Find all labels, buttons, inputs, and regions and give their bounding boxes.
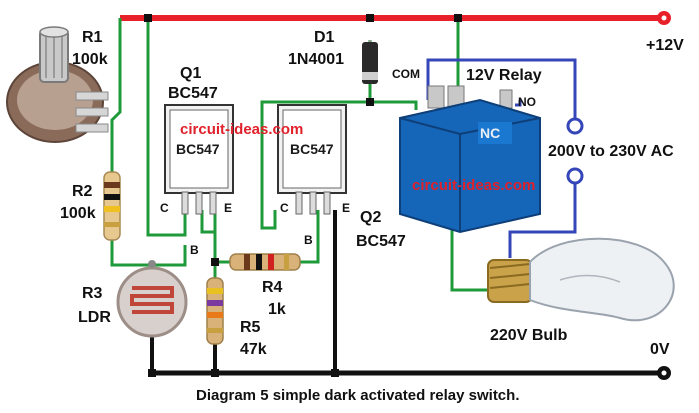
r3-value: LDR [78, 309, 111, 326]
q1-pin-b: B [190, 243, 199, 257]
q1-chip-marking: BC547 [176, 141, 220, 157]
relay-nc-label: NC [480, 125, 500, 141]
r3-name: R3 [82, 285, 103, 302]
r4-value: 1k [268, 301, 286, 318]
q1-name: Q1 [180, 65, 201, 82]
positive-rail-label: +12V [646, 37, 684, 54]
d1-value: 1N4001 [288, 51, 344, 68]
r4-name: R4 [262, 279, 283, 296]
ac-wires [426, 58, 577, 258]
r5-name: R5 [240, 319, 261, 336]
q1-pin-e: E [224, 201, 232, 215]
relay-com-label: COM [392, 67, 420, 81]
watermark-1: circuit-ideas.com [180, 121, 303, 138]
ac-terminal-top [566, 117, 584, 135]
q1-value: BC547 [168, 85, 218, 102]
q2-value: BC547 [356, 233, 406, 250]
ac-terminal-bottom [566, 167, 584, 185]
r5-resistor [206, 277, 224, 345]
relay-no-label: NO [518, 95, 536, 109]
q2-pin-e: E [342, 201, 350, 215]
q2-name: Q2 [360, 209, 381, 226]
r1-name: R1 [82, 29, 103, 46]
relay-label: 12V Relay [466, 67, 542, 84]
r5-value: 47k [240, 341, 267, 358]
q1-transistor [164, 104, 234, 215]
ground-rail-label: 0V [650, 341, 670, 358]
relay-12v [399, 85, 541, 234]
q2-chip-marking: BC547 [290, 141, 334, 157]
bulb-label: 220V Bulb [490, 327, 568, 344]
r1-value: 100k [72, 51, 108, 68]
q1-pin-c: C [160, 201, 169, 215]
r3-ldr [116, 260, 188, 338]
bulb-220v [487, 237, 675, 322]
ac-source-label: 200V to 230V AC [548, 143, 674, 160]
junction-dots [144, 14, 462, 377]
q2-pin-b: B [304, 233, 313, 247]
d1-diode [362, 40, 378, 84]
r2-value: 100k [60, 205, 96, 222]
d1-name: D1 [314, 29, 335, 46]
q2-pin-c: C [280, 201, 289, 215]
r2-resistor [103, 171, 121, 241]
watermark-2: circuit-ideas.com [412, 177, 535, 194]
r2-name: R2 [72, 183, 93, 200]
diagram-caption: Diagram 5 simple dark activated relay sw… [196, 387, 519, 404]
r4-resistor [229, 253, 301, 271]
q2-transistor [277, 104, 347, 215]
r1-potentiometer [6, 26, 109, 143]
